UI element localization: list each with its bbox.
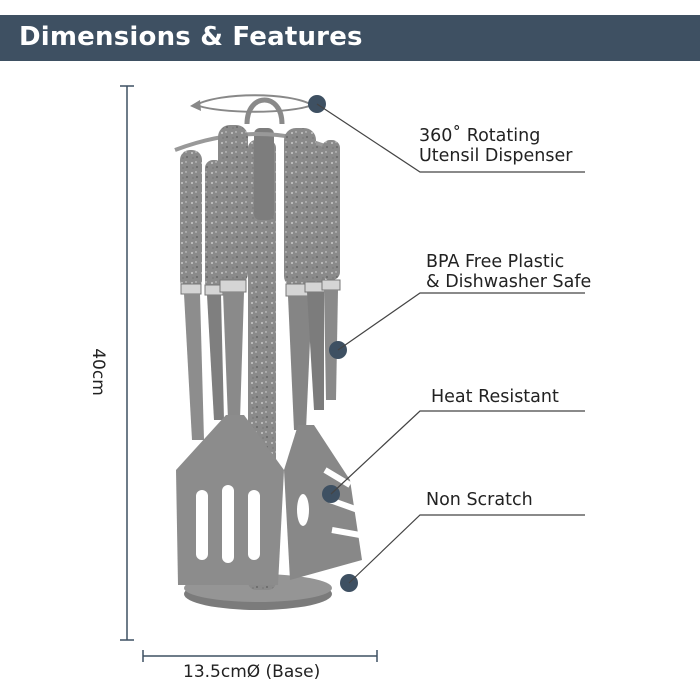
- height-label: 40cm: [88, 348, 108, 396]
- feature-scratch: Non Scratch: [426, 490, 533, 510]
- base-label: 13.5cmØ (Base): [183, 662, 321, 682]
- feature-heat-line1: Heat Resistant: [431, 387, 559, 407]
- height-dimension-line: [120, 85, 134, 641]
- header-banner: Dimensions & Features: [0, 15, 700, 61]
- callout-rotating: [308, 95, 585, 173]
- feature-heat: Heat Resistant: [431, 387, 559, 407]
- callout-heat: [322, 410, 585, 503]
- feature-rotating-line1: 360˚ Rotating: [419, 126, 541, 146]
- slotted-turner: [176, 415, 284, 585]
- utensil-shafts: [184, 290, 338, 440]
- feature-bpa-line1: BPA Free Plastic: [426, 252, 565, 272]
- feature-bpa-line2: & Dishwasher Safe: [426, 272, 592, 292]
- feature-bpa: BPA Free Plastic & Dishwasher Safe: [426, 252, 591, 292]
- base-dimension-line: [142, 650, 378, 662]
- callout-scratch: [340, 514, 585, 592]
- banner-title: Dimensions & Features: [19, 22, 363, 52]
- callout-bpa: [329, 292, 585, 359]
- pasta-server: [284, 425, 362, 580]
- utensil-handles: [180, 125, 341, 297]
- feature-rotating: 360˚ Rotating Utensil Dispenser: [419, 126, 572, 166]
- feature-scratch-line1: Non Scratch: [426, 490, 533, 510]
- feature-rotating-line2: Utensil Dispenser: [419, 146, 573, 166]
- rotation-arrow-icon: [190, 94, 313, 113]
